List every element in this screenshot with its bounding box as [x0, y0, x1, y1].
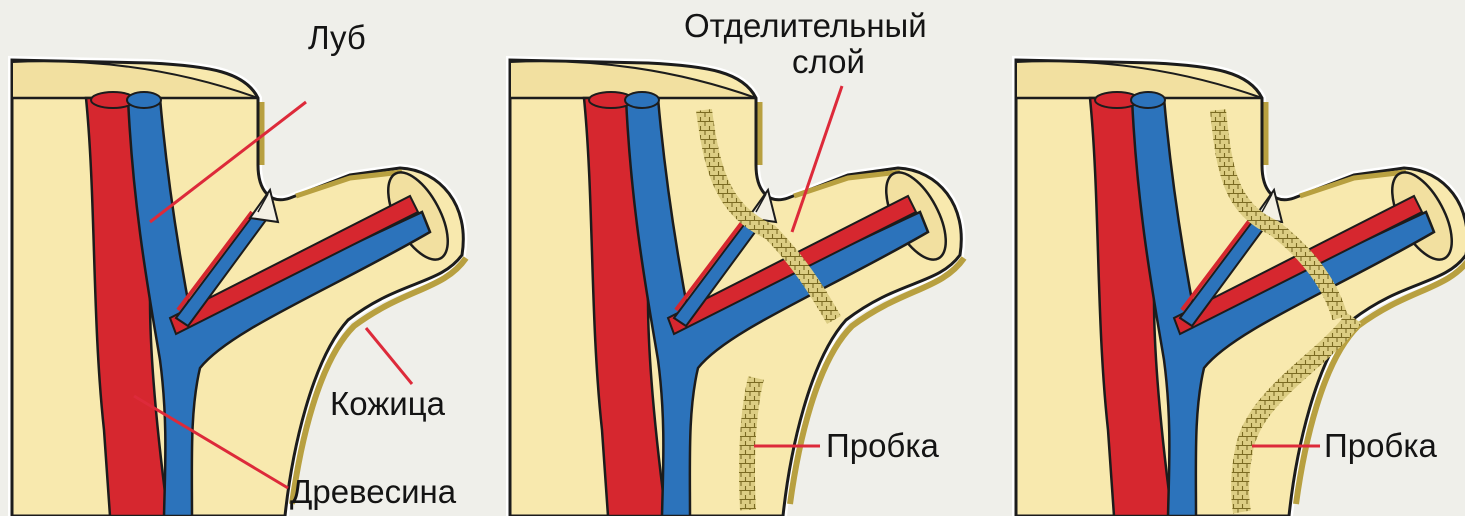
label-wood: Древесина [290, 474, 456, 510]
label-skin: Кожица [330, 386, 445, 422]
leader-skin [366, 328, 412, 384]
cork-layer [747, 378, 756, 510]
label-separation-layer-line1: Отделительный [684, 8, 927, 44]
stem-panel-1 [12, 60, 466, 516]
label-lub: Луб [308, 20, 366, 56]
label-separation-layer-line2: слой [792, 44, 865, 80]
label-cork-1: Пробка [826, 428, 939, 464]
label-cork-2: Пробка [1324, 428, 1437, 464]
